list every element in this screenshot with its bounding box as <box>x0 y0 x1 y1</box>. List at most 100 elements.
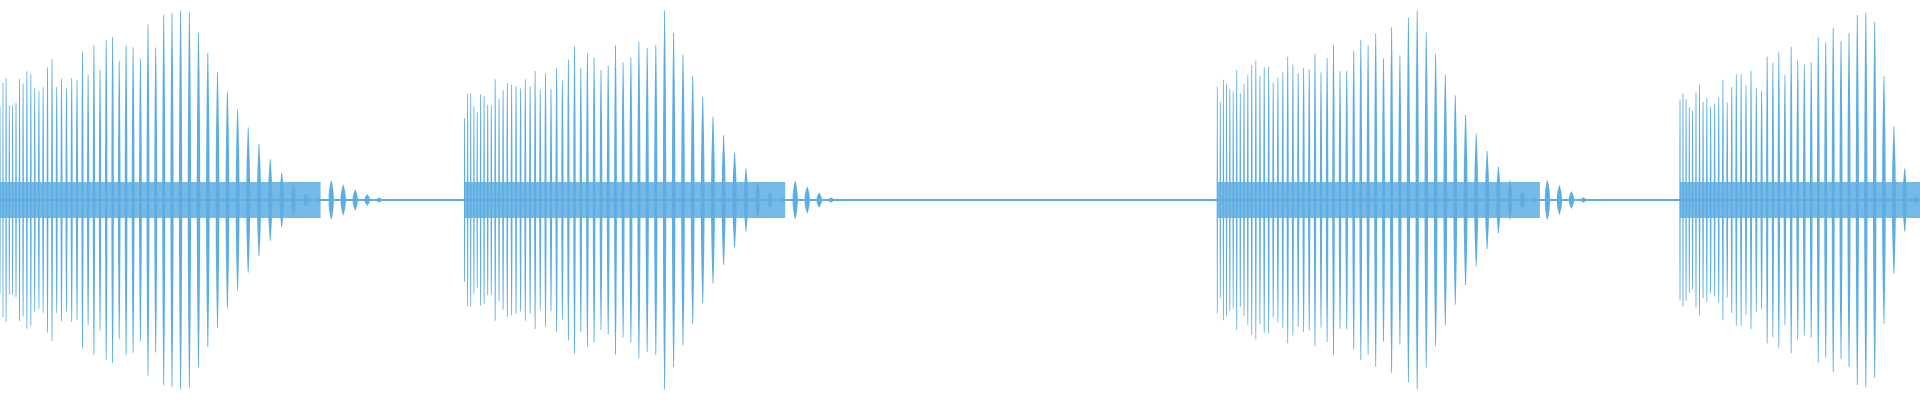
waveform-spike <box>187 12 192 388</box>
waveform-spike <box>654 44 658 356</box>
waveform-spike <box>1286 56 1289 344</box>
waveform-spike <box>1755 87 1758 313</box>
waveform-spike <box>246 127 251 273</box>
waveform-spike <box>364 194 370 206</box>
waveform-spike <box>1272 82 1275 318</box>
waveform-spike <box>1338 71 1342 329</box>
waveform-burst-body <box>0 182 321 218</box>
waveform-spike <box>579 67 583 333</box>
waveform-spike <box>117 60 121 340</box>
waveform-spike <box>340 184 346 216</box>
waveform-spike <box>1831 27 1835 373</box>
waveform-spike <box>1398 55 1402 345</box>
waveform-spike <box>215 72 220 328</box>
waveform-spike <box>42 87 44 313</box>
waveform-spike <box>38 91 40 309</box>
waveform-spike <box>279 173 284 227</box>
waveform-spike <box>470 93 472 307</box>
waveform-spike <box>479 94 482 306</box>
waveform-spike <box>33 87 36 313</box>
waveform-spike <box>1225 83 1228 317</box>
waveform-spike <box>111 36 114 364</box>
waveform-spike <box>1222 79 1225 321</box>
waveform-spike <box>1796 60 1799 340</box>
waveform-spike <box>87 74 90 326</box>
waveform-spike <box>256 143 262 257</box>
waveform-spike <box>1709 106 1712 294</box>
waveform-spike <box>502 90 504 310</box>
waveform-spike <box>1882 76 1886 324</box>
waveform-spike <box>235 109 240 291</box>
waveform-spike <box>1366 45 1370 355</box>
waveform-spike <box>681 54 685 346</box>
waveform-spike <box>506 82 509 318</box>
waveform-spike <box>1276 77 1279 323</box>
waveform-spike <box>549 88 553 312</box>
waveform-spike <box>1706 97 1708 303</box>
waveform-burst-3 <box>1216 10 1587 390</box>
waveform-spike <box>1713 103 1716 297</box>
waveform-burst-1 <box>0 10 382 390</box>
waveform-spike <box>711 116 715 284</box>
waveform-spike <box>291 184 296 216</box>
waveform-spike <box>170 13 174 387</box>
waveform-spike <box>92 44 96 356</box>
waveform-spike <box>510 84 513 316</box>
waveform-spike <box>1267 66 1270 334</box>
waveform-spike <box>1415 10 1419 390</box>
waveform-spike <box>606 65 610 335</box>
waveform-spike <box>1766 56 1769 344</box>
waveform-spike <box>328 180 334 220</box>
waveform-spike <box>721 135 726 265</box>
waveform-spike <box>498 98 500 302</box>
waveform-spike <box>1760 90 1763 310</box>
waveform-spike <box>11 105 14 295</box>
waveform-spike <box>645 47 649 353</box>
waveform-spike <box>1750 70 1753 330</box>
waveform-spike <box>1839 40 1843 360</box>
waveform-spike <box>1263 67 1266 333</box>
waveform-burst-body <box>1217 182 1540 218</box>
waveform-spike <box>1695 92 1697 308</box>
waveform-spike <box>621 62 625 338</box>
waveform-spike <box>1691 110 1694 290</box>
waveform-spike <box>1229 88 1231 312</box>
waveform-spike <box>792 181 798 219</box>
waveform-spike <box>1740 74 1743 326</box>
waveform-spike <box>816 192 822 208</box>
waveform-spike <box>81 51 84 349</box>
waveform-spike <box>1532 197 1537 203</box>
waveform-burst-body <box>1680 182 1920 218</box>
waveform-spike <box>1232 91 1234 309</box>
waveform-spike <box>637 41 641 359</box>
waveform-burst-body <box>464 182 786 218</box>
waveform-spike <box>1424 32 1428 368</box>
waveform-spike <box>1783 75 1787 325</box>
waveform-spike <box>2 82 4 318</box>
waveform-spike <box>732 152 737 248</box>
waveform-spike <box>154 47 158 353</box>
waveform-spike <box>539 89 542 311</box>
waveform-spike <box>352 189 358 211</box>
waveform-spike <box>1902 168 1907 232</box>
waveform-spike <box>1496 166 1501 234</box>
waveform-spike <box>51 58 53 342</box>
waveform-spike <box>1485 150 1490 250</box>
waveform-spike <box>1359 39 1363 361</box>
waveform-spike <box>1219 101 1221 299</box>
waveform-spike <box>1254 60 1257 340</box>
waveform-spike <box>196 32 201 368</box>
waveform-spike <box>592 57 596 343</box>
waveform-spike <box>490 105 493 295</box>
waveform-spike <box>18 78 21 322</box>
waveform-spike <box>494 79 496 321</box>
waveform-spike <box>671 32 676 368</box>
waveform-spike <box>767 192 773 208</box>
waveform-spike <box>1914 196 1919 204</box>
waveform-spike <box>178 10 183 390</box>
waveform-spike <box>1453 95 1458 305</box>
waveform-spike <box>1847 32 1851 368</box>
waveform-spike <box>1374 33 1378 367</box>
